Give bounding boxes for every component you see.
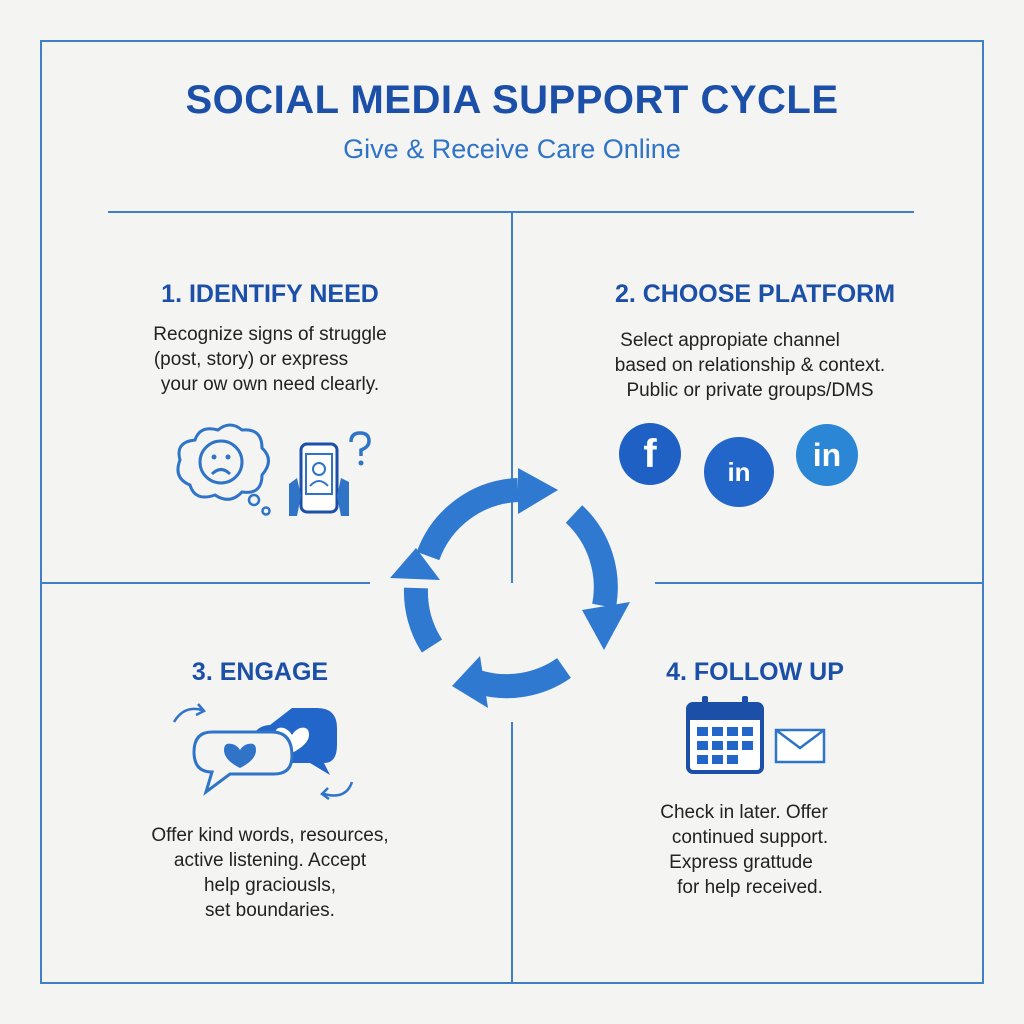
- linkedin-variant-icon[interactable]: in: [704, 437, 774, 507]
- vertical-divider-top: [511, 213, 513, 583]
- phone-in-hand-icon: [289, 442, 349, 516]
- envelope-icon: [774, 728, 826, 764]
- step-3-line: set boundaries.: [205, 900, 335, 921]
- horizontal-divider-left: [40, 582, 370, 584]
- facebook-icon-label: f: [643, 431, 657, 476]
- page-subtitle: Give & Receive Care Online: [343, 134, 681, 164]
- step-1-text: Recognize signs of struggle (post, story…: [100, 322, 440, 397]
- heart-chat-bubbles-icon: [172, 703, 337, 796]
- step-3-heading: 3. ENGAGE: [191, 658, 329, 686]
- page-title: SOCIAL MEDIA SUPPORT CYCLE: [185, 78, 839, 122]
- step-4-text: Check in later. Offer continued support.…: [590, 800, 910, 900]
- calendar-icon: [686, 696, 764, 774]
- step-4-line: Express grattude: [669, 852, 813, 873]
- step-4-line: continued support.: [671, 827, 829, 848]
- step-1-line: your ow own need clearly.: [160, 374, 380, 395]
- sad-thought-bubble-icon: [176, 423, 271, 516]
- step-3-line: active listening. Accept: [173, 850, 367, 871]
- step-4-line: Check in later. Offer: [660, 802, 828, 823]
- step-3-text: Offer kind words, resources, active list…: [100, 823, 440, 923]
- facebook-icon[interactable]: f: [619, 423, 681, 485]
- step-1-line: Recognize signs of struggle: [153, 324, 387, 345]
- step-3-line: help graciousls,: [203, 875, 337, 896]
- linkedin-icon[interactable]: in: [796, 424, 858, 486]
- curved-arrow-icon: [320, 781, 354, 801]
- step-2-line: based on relationship & context.: [614, 355, 886, 376]
- question-mark-icon: [349, 431, 371, 466]
- step-4-line: for help received.: [677, 877, 823, 898]
- horizontal-divider-right: [655, 582, 984, 584]
- step-2-line: Public or private groups/DMS: [626, 380, 874, 401]
- step-3-line: Offer kind words, resources,: [151, 825, 389, 846]
- step-1-line: (post, story) or express: [153, 349, 349, 370]
- step-2-heading: 2. CHOOSE PLATFORM: [614, 280, 896, 308]
- cycle-arrows-icon: [390, 468, 630, 708]
- step-4-heading: 4. FOLLOW UP: [666, 658, 844, 686]
- step-1-heading: 1. IDENTIFY NEED: [161, 280, 379, 308]
- step-2-line: Select appropiate channel: [620, 330, 840, 351]
- header-divider: [108, 211, 914, 213]
- step-2-text: Select appropiate channel based on relat…: [560, 328, 940, 403]
- linkedin-variant-icon-label: in: [727, 456, 751, 487]
- linkedin-icon-label: in: [812, 436, 842, 473]
- vertical-divider-bottom: [511, 722, 513, 984]
